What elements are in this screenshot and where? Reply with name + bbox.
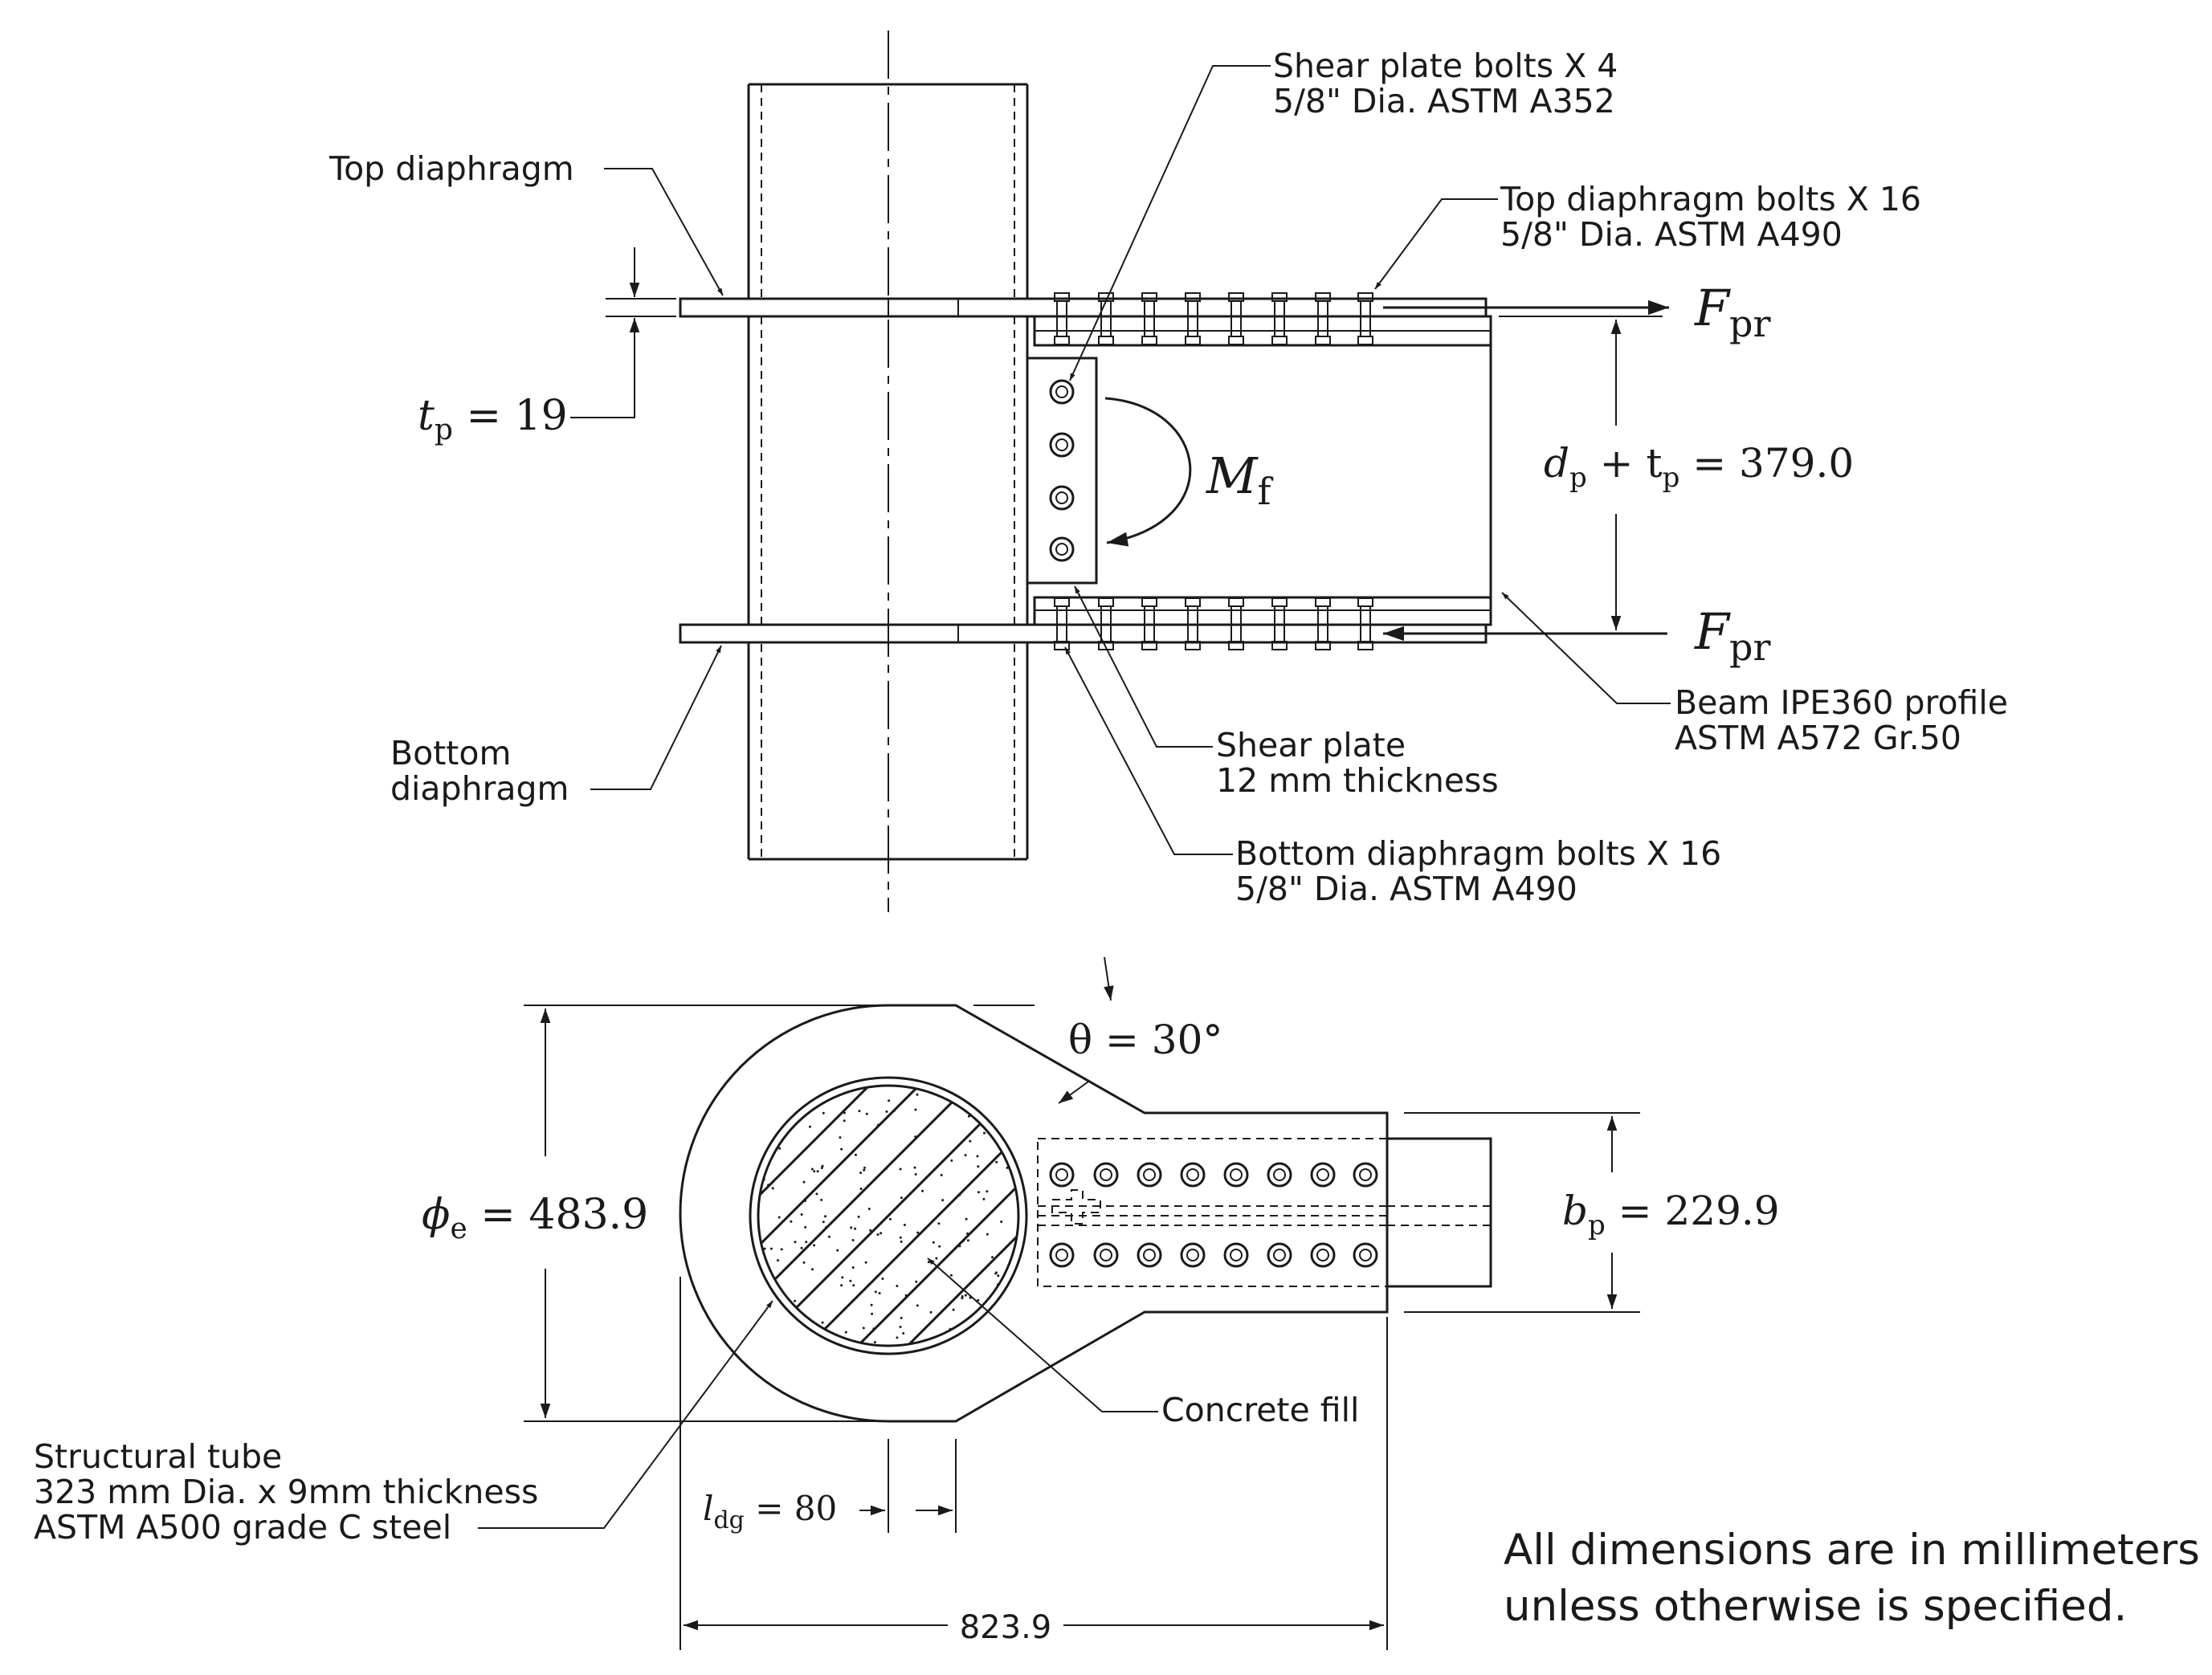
bottom-diaphragm-plate [679, 623, 1488, 644]
diaphragm-outline [679, 1004, 1389, 1423]
elevation-view [570, 31, 1671, 912]
note-line2: unless otherwise is specified. [1504, 1582, 2127, 1631]
label-tube-line2: 323 mm Dia. x 9mm thickness [34, 1473, 538, 1511]
overall-width-value: 823.9 [960, 1609, 1052, 1646]
symbol-fpr-bottom: Fpr [1694, 602, 1770, 669]
tube-outer-wall [749, 1076, 1028, 1355]
symbol-ldg: ldg = 80 [703, 1489, 837, 1534]
concrete-fill [758, 1086, 1018, 1346]
label-shear-bolts-line2: 5/8" Dia. ASTM A352 [1273, 82, 1615, 120]
label-top-diaphragm: Top diaphragm [329, 149, 574, 188]
leader-shear-bolts [1069, 65, 1271, 381]
label-bottom-diaphragm-line2: diaphragm [390, 769, 569, 808]
note-line1: All dimensions are in millimeters [1504, 1526, 2200, 1575]
label-beam-line1: Beam IPE360 profile [1675, 683, 2008, 722]
general-note: All dimensions are in millimeters unless… [1504, 1526, 2200, 1631]
theta-dimension [973, 956, 1114, 1104]
plan-view [478, 956, 1640, 1650]
label-shear-bolts-line1: Shear plate bolts X 4 [1273, 47, 1618, 85]
label-concrete-fill: Concrete fill [1161, 1391, 1359, 1429]
label-tube-line1: Structural tube [34, 1437, 282, 1476]
tube-inner-wall [757, 1084, 1020, 1347]
symbol-bp: bp = 229.9 [1562, 1188, 1780, 1241]
leader-top-diaphragm [604, 168, 724, 296]
symbol-phi-e: ϕe = 483.9 [422, 1191, 648, 1245]
leader-concrete-fill [927, 1257, 1158, 1412]
tp-dimension [570, 247, 676, 418]
symbol-dp-tp: dp + tp = 379.0 [1544, 440, 1854, 494]
plan-bolts-bottom-row [1049, 1242, 1378, 1268]
label-top-bolts-line2: 5/8" Dia. ASTM A490 [1500, 215, 1843, 254]
leader-shear-plate [1074, 585, 1213, 748]
symbol-theta: θ = 30° [1068, 1017, 1222, 1063]
moment-arrow [1104, 397, 1192, 547]
elevation-text: Top diaphragm Bottom diaphragm Shear pla… [329, 47, 2008, 908]
label-shear-plate-line2: 12 mm thickness [1216, 761, 1499, 800]
ldg-dimension [859, 1439, 957, 1533]
leader-bottom-diaphragm [590, 645, 722, 790]
symbol-fpr-top: Fpr [1694, 279, 1770, 345]
shear-plate-bolts [1049, 379, 1075, 562]
symbol-tp: tp = 19 [418, 392, 568, 446]
label-tube-line3: ASTM A500 grade C steel [34, 1508, 451, 1547]
label-top-bolts-line1: Top diaphragm bolts X 16 [1500, 180, 1921, 218]
label-bottom-diaphragm-line1: Bottom [390, 734, 511, 772]
plan-bolts-top-row [1049, 1162, 1378, 1188]
label-bottom-bolts-line2: 5/8" Dia. ASTM A490 [1235, 870, 1577, 908]
leader-bottom-bolts [1064, 646, 1233, 855]
plan-text: θ = 30° ϕe = 483.9 bp = 229.9 ldg = 80 8… [34, 1017, 1780, 1646]
beam-plan-projection [1386, 1137, 1492, 1288]
bp-dimension [1404, 1112, 1640, 1313]
leader-structural-tube [478, 1300, 773, 1529]
shear-plate [1026, 357, 1098, 585]
leader-beam [1501, 592, 1671, 704]
phi-e-dimension [524, 1005, 888, 1422]
label-beam-line2: ASTM A572 Gr.50 [1675, 719, 1961, 757]
dp-tp-dimension [1499, 316, 1663, 634]
label-shear-plate-line1: Shear plate [1216, 726, 1406, 764]
symbol-mf: Mf [1206, 446, 1273, 513]
overall-dimension [680, 1277, 1388, 1650]
label-bottom-bolts-line1: Bottom diaphragm bolts X 16 [1235, 834, 1721, 873]
leader-top-bolts [1374, 198, 1498, 290]
